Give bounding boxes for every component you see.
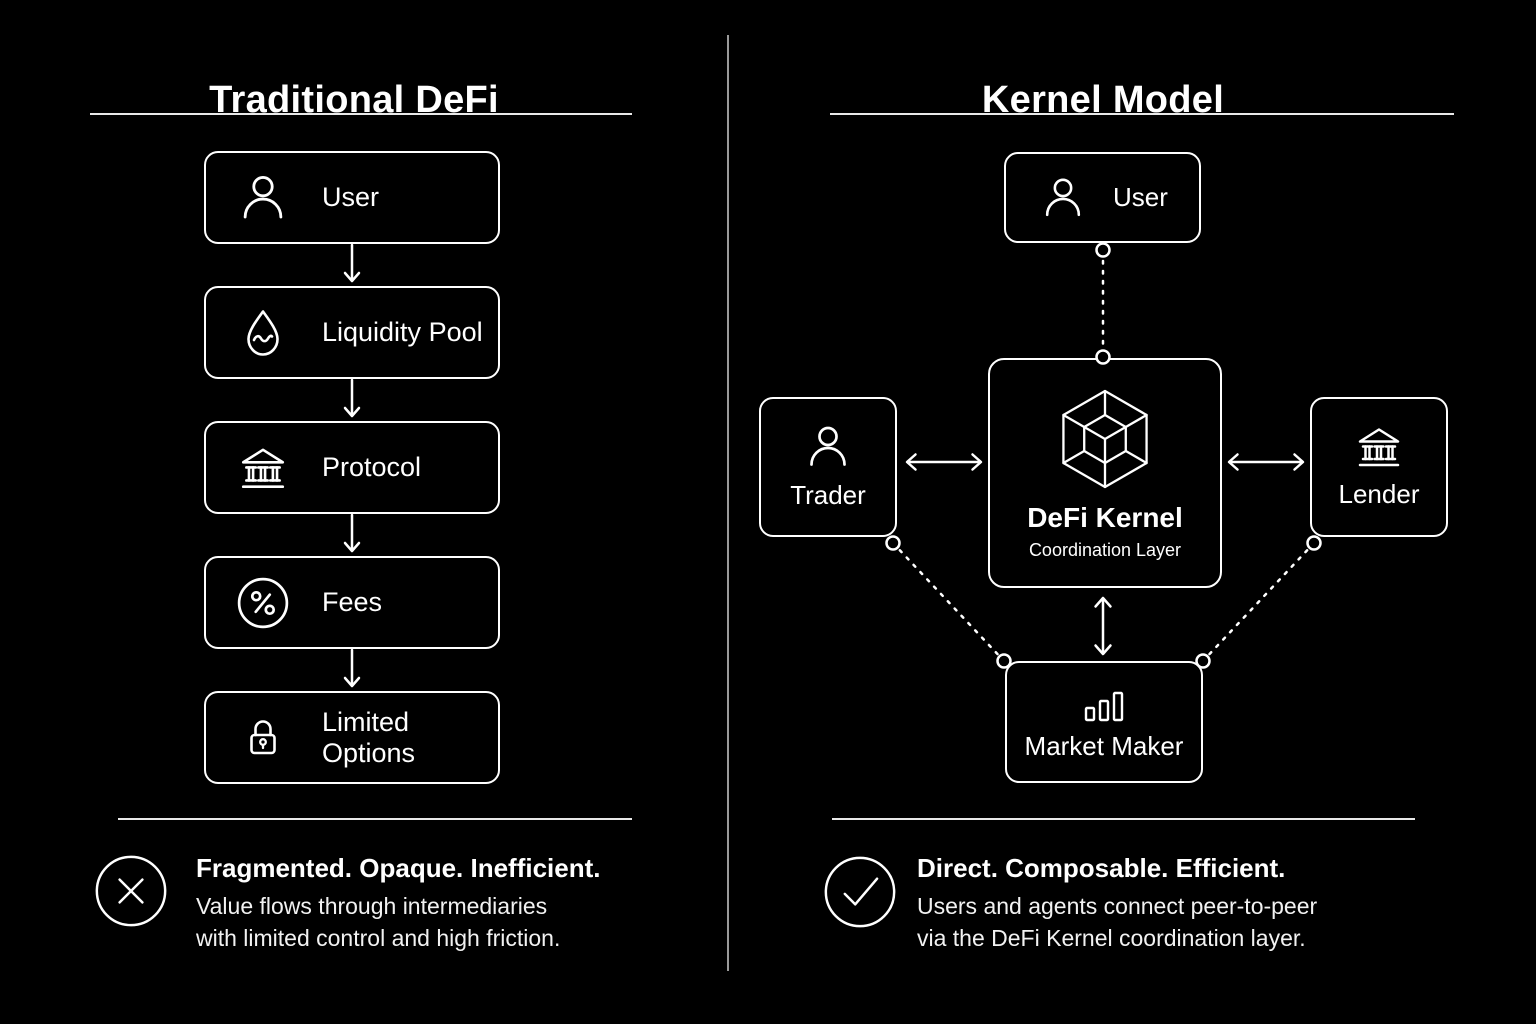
lock-icon (250, 719, 276, 754)
node-user: User (1004, 152, 1201, 243)
right-summary-divider (832, 818, 1415, 820)
node-label: User (1113, 182, 1168, 212)
right-summary-body: Users and agents connect peer-to-peer vi… (917, 890, 1317, 954)
user-icon (243, 175, 283, 218)
left-summary-heading: Fragmented. Opaque. Inefficient. (196, 853, 601, 883)
flow-box-label: Limited Options (322, 706, 416, 768)
user-icon (1045, 177, 1081, 216)
flow-box-label: Fees (322, 587, 383, 617)
bank-icon (1358, 428, 1400, 467)
kernel-lender-arrow (1227, 453, 1305, 471)
user-icon (810, 426, 846, 466)
left-panel-title: Traditional DeFi (209, 79, 499, 122)
right-summary-line2: via the DeFi Kernel coordination layer. (917, 925, 1306, 951)
kernel-marketmaker-arrow (1094, 596, 1112, 656)
node-label: Market Maker (1024, 730, 1184, 761)
right-panel-title: Kernel Model (981, 79, 1225, 122)
node-trader: Trader (759, 397, 897, 537)
flow-box-protocol: Protocol (204, 421, 500, 514)
flow-box-label: Protocol (322, 452, 422, 482)
node-label: Lender (1338, 479, 1420, 509)
left-summary-line2: with limited control and high friction. (196, 925, 561, 951)
left-summary-divider (118, 818, 632, 820)
flow-box-liquidity-pool: Liquidity Pool (204, 286, 500, 379)
trader-kernel-arrow (905, 453, 983, 471)
node-market-maker: Market Maker (1005, 661, 1203, 783)
x-circle-icon (95, 855, 167, 927)
droplet-icon (247, 309, 279, 356)
kernel-cube-icon (1062, 389, 1148, 488)
left-summary-line1: Value flows through intermediaries (196, 893, 548, 919)
node-defi-kernel: DeFi Kernel Coordination Layer (988, 358, 1222, 588)
kernel-subtitle: Coordination Layer (1028, 539, 1182, 560)
flow-box-limited-options: Limited Options (204, 691, 500, 784)
node-label: Trader (790, 480, 866, 510)
left-summary-body: Value flows through intermediaries with … (196, 890, 560, 954)
percent-icon (237, 577, 289, 628)
flow-arrow-down (343, 648, 361, 688)
bar-chart-icon (1084, 691, 1124, 721)
node-lender: Lender (1310, 397, 1448, 537)
flow-arrow-down (343, 513, 361, 553)
kernel-title: DeFi Kernel (1027, 501, 1183, 533)
bank-icon (241, 448, 285, 488)
flow-box-label: Liquidity Pool (322, 317, 483, 347)
flow-box-fees: Fees (204, 556, 500, 649)
flow-arrow-down (343, 243, 361, 283)
left-title-underline (90, 113, 632, 115)
flow-box-label: User (322, 182, 380, 212)
right-title-underline (830, 113, 1454, 115)
flow-box-user: User (204, 151, 500, 244)
check-circle-icon (824, 856, 896, 928)
right-summary-heading: Direct. Composable. Efficient. (917, 853, 1286, 883)
panel-divider (727, 35, 729, 971)
right-summary-line1: Users and agents connect peer-to-peer (917, 893, 1318, 919)
flow-arrow-down (343, 378, 361, 418)
